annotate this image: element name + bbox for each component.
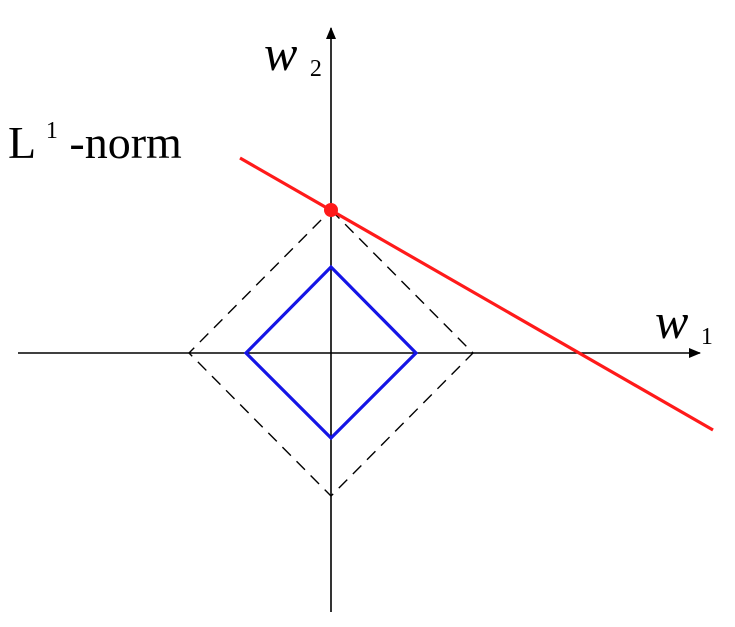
blue-l1-ball: [243, 264, 419, 441]
w2-label-subscript: 2: [310, 56, 322, 82]
w1-label-subscript: 1: [701, 324, 713, 350]
w1-axis-label: w 1: [655, 293, 713, 350]
w1-label-main: w: [655, 293, 688, 349]
constraint-line: [239, 156, 714, 432]
norm-title-suffix: -norm: [69, 117, 182, 168]
solution-point: [324, 203, 338, 217]
norm-title-main: L: [8, 117, 34, 168]
w2-label-main: w: [264, 25, 297, 81]
norm-title: L 1 -norm: [8, 97, 182, 168]
norm-title-superscript: 1: [46, 118, 58, 144]
dashed-l1-ball: [188, 209, 474, 497]
w2-axis-label: w 2: [264, 25, 322, 82]
